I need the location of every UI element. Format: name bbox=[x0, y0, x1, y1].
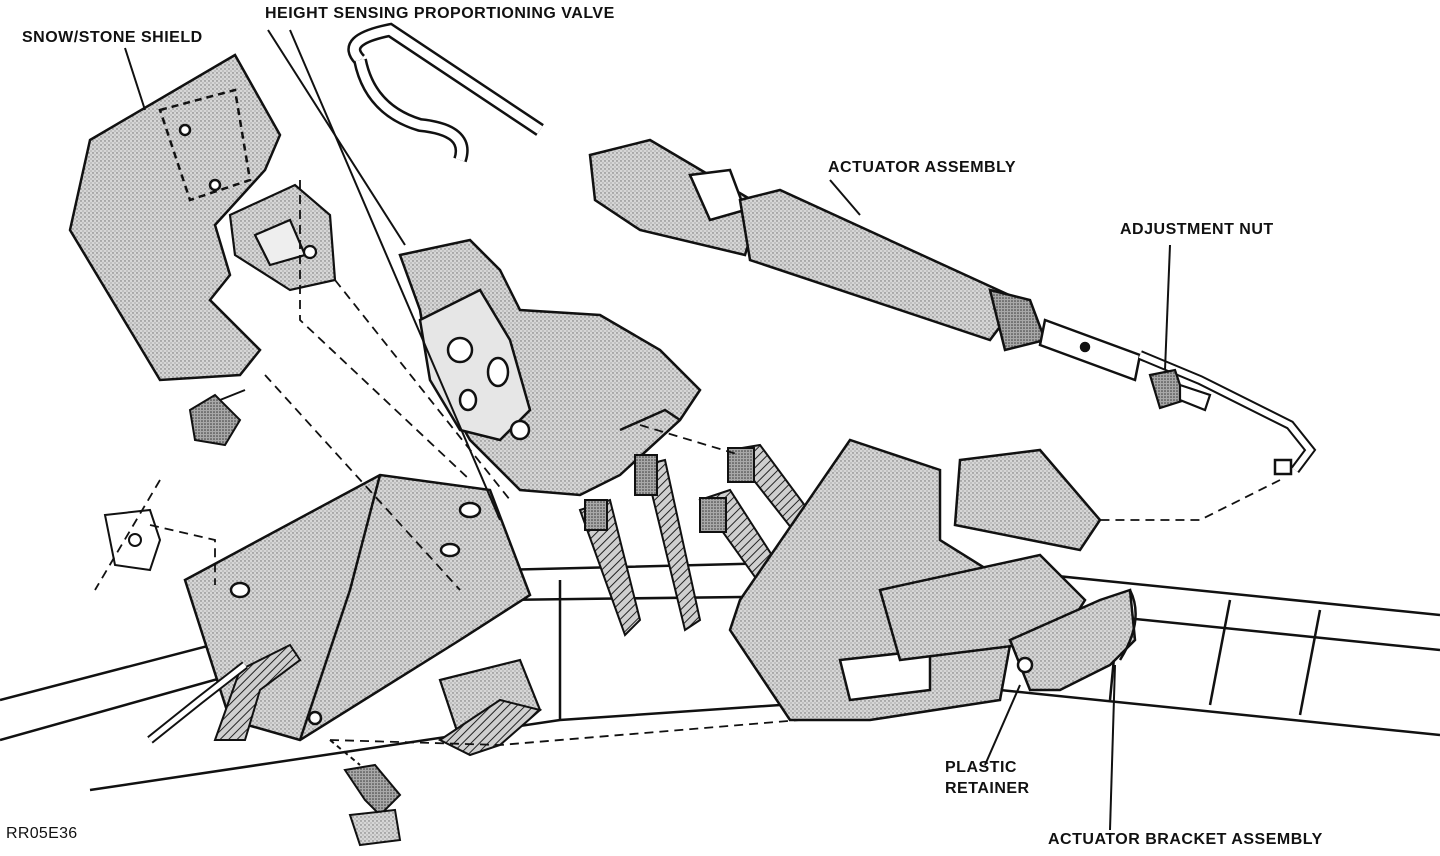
adjustment-nut bbox=[1148, 368, 1212, 412]
actuator-bracket-assembly bbox=[1008, 588, 1137, 692]
label-actuator-assembly: ACTUATOR ASSEMBLY bbox=[828, 159, 1017, 176]
label-plastic-retainer-line1: PLASTIC bbox=[945, 759, 1017, 776]
label-adjustment-nut: ADJUSTMENT NUT bbox=[1120, 221, 1274, 238]
crossmember-junction bbox=[728, 438, 1102, 722]
label-plastic-retainer-line2: RETAINER bbox=[945, 780, 1030, 797]
bracket-screw bbox=[329, 739, 402, 847]
height-sensing-proportioning-valve bbox=[398, 238, 702, 497]
shield-bolt bbox=[188, 389, 246, 447]
shield-mounting-bracket bbox=[228, 183, 337, 292]
leader-lines bbox=[124, 29, 1171, 831]
label-actuator-bracket-assembly: ACTUATOR BRACKET ASSEMBLY bbox=[1048, 831, 1323, 848]
actuator-assembly bbox=[347, 22, 1317, 476]
label-height-sensing-valve: HEIGHT SENSING PROPORTIONING VALVE bbox=[265, 5, 615, 22]
snow-stone-shield bbox=[68, 53, 282, 382]
label-snow-stone-shield: SNOW/STONE SHIELD bbox=[22, 29, 203, 46]
brake-lines-left bbox=[147, 643, 543, 757]
figure-code: RR05E36 bbox=[6, 825, 78, 842]
speed-nut-clip bbox=[103, 508, 162, 572]
assembly-dashed-lines bbox=[94, 180, 1281, 746]
